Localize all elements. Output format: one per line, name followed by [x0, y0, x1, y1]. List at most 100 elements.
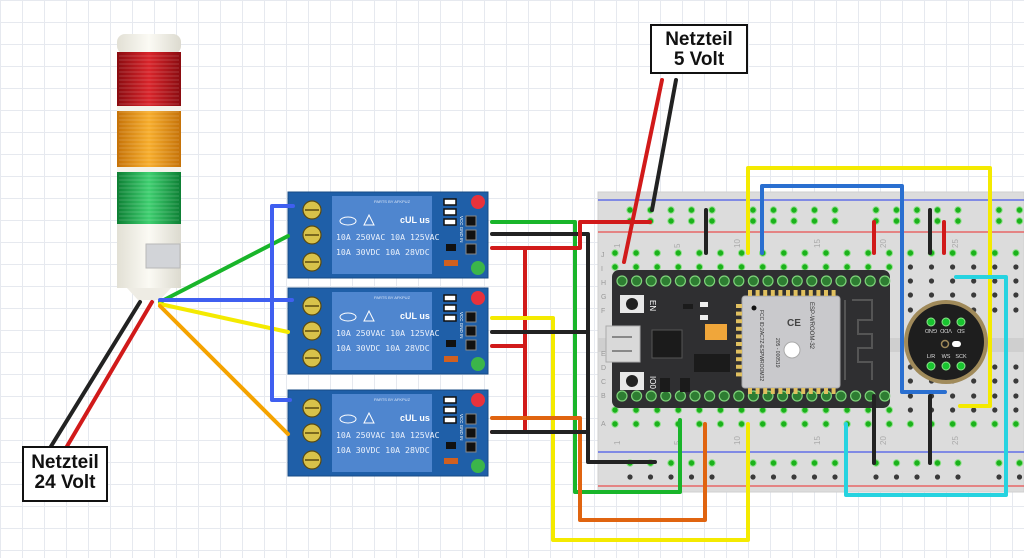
breadboard-hole[interactable]	[913, 459, 921, 467]
breadboard-hole[interactable]	[708, 217, 716, 225]
breadboard-hole[interactable]	[831, 206, 839, 214]
breadboard-hole[interactable]	[950, 264, 956, 270]
breadboard-hole[interactable]	[948, 249, 957, 257]
breadboard-hole[interactable]	[1013, 364, 1019, 370]
breadboard-hole[interactable]	[770, 474, 777, 480]
breadboard-hole[interactable]	[933, 459, 942, 467]
breadboard-hole[interactable]	[954, 217, 962, 225]
relay-pin-gnd[interactable]	[465, 325, 477, 337]
breadboard-hole[interactable]	[632, 249, 640, 257]
wire-mic-ws[interactable]	[760, 184, 947, 394]
esp32-pin[interactable]	[879, 275, 891, 287]
breadboard-hole[interactable]	[611, 420, 619, 428]
breadboard-hole[interactable]	[843, 249, 851, 257]
breadboard-hole[interactable]	[647, 474, 654, 480]
breadboard-hole[interactable]	[872, 206, 880, 214]
wire-relay2-in[interactable]	[490, 316, 750, 542]
breadboard-hole[interactable]	[933, 217, 942, 225]
breadboard-hole[interactable]	[992, 264, 998, 270]
breadboard-hole[interactable]	[950, 407, 956, 413]
esp32-pin[interactable]	[660, 390, 672, 402]
breadboard-hole[interactable]	[1013, 307, 1019, 313]
breadboard-hole[interactable]	[688, 474, 695, 480]
esp32-pin[interactable]	[645, 275, 657, 287]
breadboard-hole[interactable]	[695, 249, 704, 257]
breadboard-hole[interactable]	[843, 263, 851, 271]
breadboard-hole[interactable]	[950, 393, 956, 399]
esp32-pin[interactable]	[733, 275, 745, 287]
breadboard-hole[interactable]	[737, 263, 746, 271]
breadboard-hole[interactable]	[687, 459, 696, 467]
breadboard-hole[interactable]	[750, 474, 756, 480]
wire-relay1-gnd[interactable]	[490, 232, 657, 464]
breadboard-hole[interactable]	[769, 459, 778, 467]
breadboard-hole[interactable]	[653, 420, 661, 428]
esp32-pin[interactable]	[645, 390, 657, 402]
esp32-pin[interactable]	[689, 390, 701, 402]
breadboard-hole[interactable]	[885, 249, 893, 257]
breadboard-hole[interactable]	[1012, 420, 1020, 428]
breadboard-hole[interactable]	[934, 474, 941, 480]
breadboard-hole[interactable]	[928, 278, 935, 284]
breadboard-hole[interactable]	[611, 263, 619, 271]
esp32-pin[interactable]	[747, 275, 760, 287]
breadboard-hole[interactable]	[749, 217, 757, 225]
breadboard-hole[interactable]	[674, 249, 682, 257]
esp32-pin[interactable]	[849, 390, 862, 402]
breadboard-hole[interactable]	[769, 206, 778, 214]
breadboard-hole[interactable]	[906, 249, 915, 257]
breadboard-hole[interactable]	[716, 263, 725, 271]
breadboard-hole[interactable]	[907, 292, 914, 298]
wire-relay3-in[interactable]	[490, 416, 707, 522]
breadboard-hole[interactable]	[759, 420, 767, 428]
breadboard-hole[interactable]	[708, 459, 716, 467]
breadboard-hole[interactable]	[954, 459, 962, 467]
wire-24v-plus[interactable]	[64, 300, 154, 450]
breadboard-hole[interactable]	[1012, 249, 1020, 257]
wire-relay1-in[interactable]	[490, 220, 682, 494]
breadboard-hole[interactable]	[780, 420, 788, 428]
breadboard-hole[interactable]	[632, 420, 640, 428]
breadboard-hole[interactable]	[907, 378, 914, 384]
breadboard-hole[interactable]	[749, 206, 757, 214]
relay-pin-in[interactable]	[465, 413, 477, 425]
breadboard-hole[interactable]	[971, 393, 977, 399]
breadboard-hole[interactable]	[611, 406, 619, 414]
breadboard-hole[interactable]	[950, 292, 956, 298]
breadboard-hole[interactable]	[801, 249, 809, 257]
breadboard-hole[interactable]	[992, 393, 998, 399]
breadboard-hole[interactable]	[668, 474, 674, 480]
breadboard-hole[interactable]	[991, 420, 999, 428]
en-button[interactable]	[620, 295, 644, 313]
breadboard-hole[interactable]	[948, 420, 957, 428]
wire-lamp-green[interactable]	[158, 234, 290, 304]
breadboard-hole[interactable]	[695, 263, 704, 271]
breadboard-hole[interactable]	[791, 474, 797, 480]
breadboard-hole[interactable]	[950, 278, 956, 284]
breadboard-hole[interactable]	[822, 263, 830, 271]
esp32-pin[interactable]	[703, 275, 716, 287]
breadboard-hole[interactable]	[627, 474, 633, 480]
breadboard-hole[interactable]	[749, 459, 757, 467]
wire-lamp-yellow[interactable]	[158, 302, 290, 334]
breadboard-hole[interactable]	[790, 206, 798, 214]
wire-mic-sck[interactable]	[746, 166, 992, 408]
breadboard-hole[interactable]	[822, 420, 830, 428]
breadboard-hole[interactable]	[1015, 217, 1024, 225]
breadboard-hole[interactable]	[822, 249, 830, 257]
relay-pin-in[interactable]	[465, 311, 477, 323]
breadboard-hole[interactable]	[1016, 474, 1023, 480]
esp32-pin[interactable]	[791, 275, 803, 287]
breadboard-hole[interactable]	[1015, 459, 1024, 467]
relay-pin-vcc[interactable]	[465, 441, 477, 453]
breadboard-hole[interactable]	[913, 206, 921, 214]
esp32-pin[interactable]	[835, 390, 847, 402]
breadboard-hole[interactable]	[801, 420, 809, 428]
breadboard-hole[interactable]	[790, 217, 798, 225]
breadboard-hole[interactable]	[906, 420, 915, 428]
breadboard-hole[interactable]	[928, 292, 935, 298]
esp32-pin[interactable]	[660, 275, 672, 287]
breadboard-hole[interactable]	[907, 307, 914, 313]
breadboard-hole[interactable]	[971, 292, 977, 298]
esp32-pin[interactable]	[806, 275, 818, 287]
